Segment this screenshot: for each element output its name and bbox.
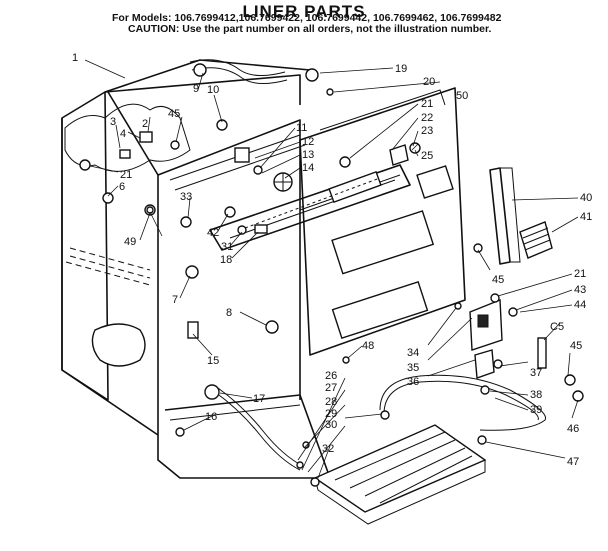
drain-line bbox=[214, 387, 304, 471]
callout-16: 16 bbox=[205, 411, 217, 423]
callout-45a: 45 bbox=[168, 108, 180, 120]
callout-2: 2 bbox=[142, 118, 148, 130]
callout-15: 15 bbox=[207, 355, 219, 367]
callout-30: 30 bbox=[325, 419, 337, 431]
callout-49: 49 bbox=[124, 236, 136, 248]
callout-50: 50 bbox=[456, 90, 468, 102]
callout-28: 28 bbox=[325, 396, 337, 408]
callout-25: 25 bbox=[421, 150, 433, 162]
callout-46: 46 bbox=[567, 423, 579, 435]
small-parts bbox=[79, 63, 584, 487]
callout-19: 19 bbox=[395, 63, 407, 75]
callout-8: 8 bbox=[226, 307, 232, 319]
callout-48: 48 bbox=[362, 340, 374, 352]
callout-11: 11 bbox=[296, 122, 307, 134]
callout-27: 27 bbox=[325, 382, 337, 394]
callout-20: 20 bbox=[423, 76, 435, 88]
callout-39: 39 bbox=[530, 404, 542, 416]
control-rail bbox=[209, 164, 411, 251]
callout-26: 26 bbox=[325, 370, 337, 382]
callout-1: 1 bbox=[72, 52, 78, 64]
callout-21c: 21 bbox=[574, 268, 586, 280]
callout-18: 18 bbox=[220, 254, 232, 266]
callout-12: 12 bbox=[302, 136, 314, 148]
leader-lines bbox=[84, 59, 579, 479]
callout-38: 38 bbox=[530, 389, 542, 401]
callout-21b: 21 bbox=[421, 98, 433, 110]
callout-3: 3 bbox=[110, 116, 116, 128]
callout-36: 36 bbox=[407, 376, 419, 388]
callout-42: 42 bbox=[207, 227, 219, 239]
callout-43: 43 bbox=[574, 284, 586, 296]
callout-29: 29 bbox=[325, 408, 337, 420]
callout-37: 37 bbox=[530, 367, 542, 379]
callout-7: 7 bbox=[172, 294, 178, 306]
callout-47: 47 bbox=[567, 456, 579, 468]
callout-6: 6 bbox=[119, 181, 125, 193]
drain-tube bbox=[379, 374, 547, 431]
callout-34: 34 bbox=[407, 347, 419, 359]
diagram-title: LINER PARTS bbox=[242, 2, 366, 21]
callout-9: 9 bbox=[193, 83, 199, 95]
callout-31: 31 bbox=[221, 241, 233, 253]
callout-17: 17 bbox=[253, 393, 265, 405]
control-box bbox=[469, 298, 503, 379]
evaporator-cover bbox=[299, 87, 466, 356]
callout-23: 23 bbox=[421, 125, 433, 137]
caution-line: CAUTION: Use the part number on all orde… bbox=[128, 23, 492, 35]
callout-32: 32 bbox=[322, 443, 334, 455]
grille bbox=[519, 221, 553, 259]
callout-labels: 1 2 3 4 45 6 21 49 9 10 11 12 13 14 33 4… bbox=[72, 52, 592, 468]
callout-35: 35 bbox=[407, 362, 419, 374]
callout-40: 40 bbox=[580, 192, 592, 204]
callout-14: 14 bbox=[302, 162, 314, 174]
callout-44: 44 bbox=[574, 299, 586, 311]
trim-bar bbox=[489, 167, 521, 265]
callout-22: 22 bbox=[421, 112, 433, 124]
callout-45c: 45 bbox=[570, 340, 582, 352]
callout-41: 41 bbox=[580, 211, 592, 223]
callout-21a: 21 bbox=[120, 169, 132, 181]
callout-45b: 45 bbox=[492, 274, 504, 286]
models-line: For Models: 106.7699412,106.7699422, 106… bbox=[112, 12, 502, 24]
callout-33: 33 bbox=[180, 191, 192, 203]
callout-4: 4 bbox=[120, 128, 126, 140]
callout-13: 13 bbox=[302, 149, 314, 161]
crisper-tray bbox=[313, 424, 487, 525]
callout-10: 10 bbox=[207, 84, 219, 96]
callout-C5: C5 bbox=[550, 321, 564, 333]
